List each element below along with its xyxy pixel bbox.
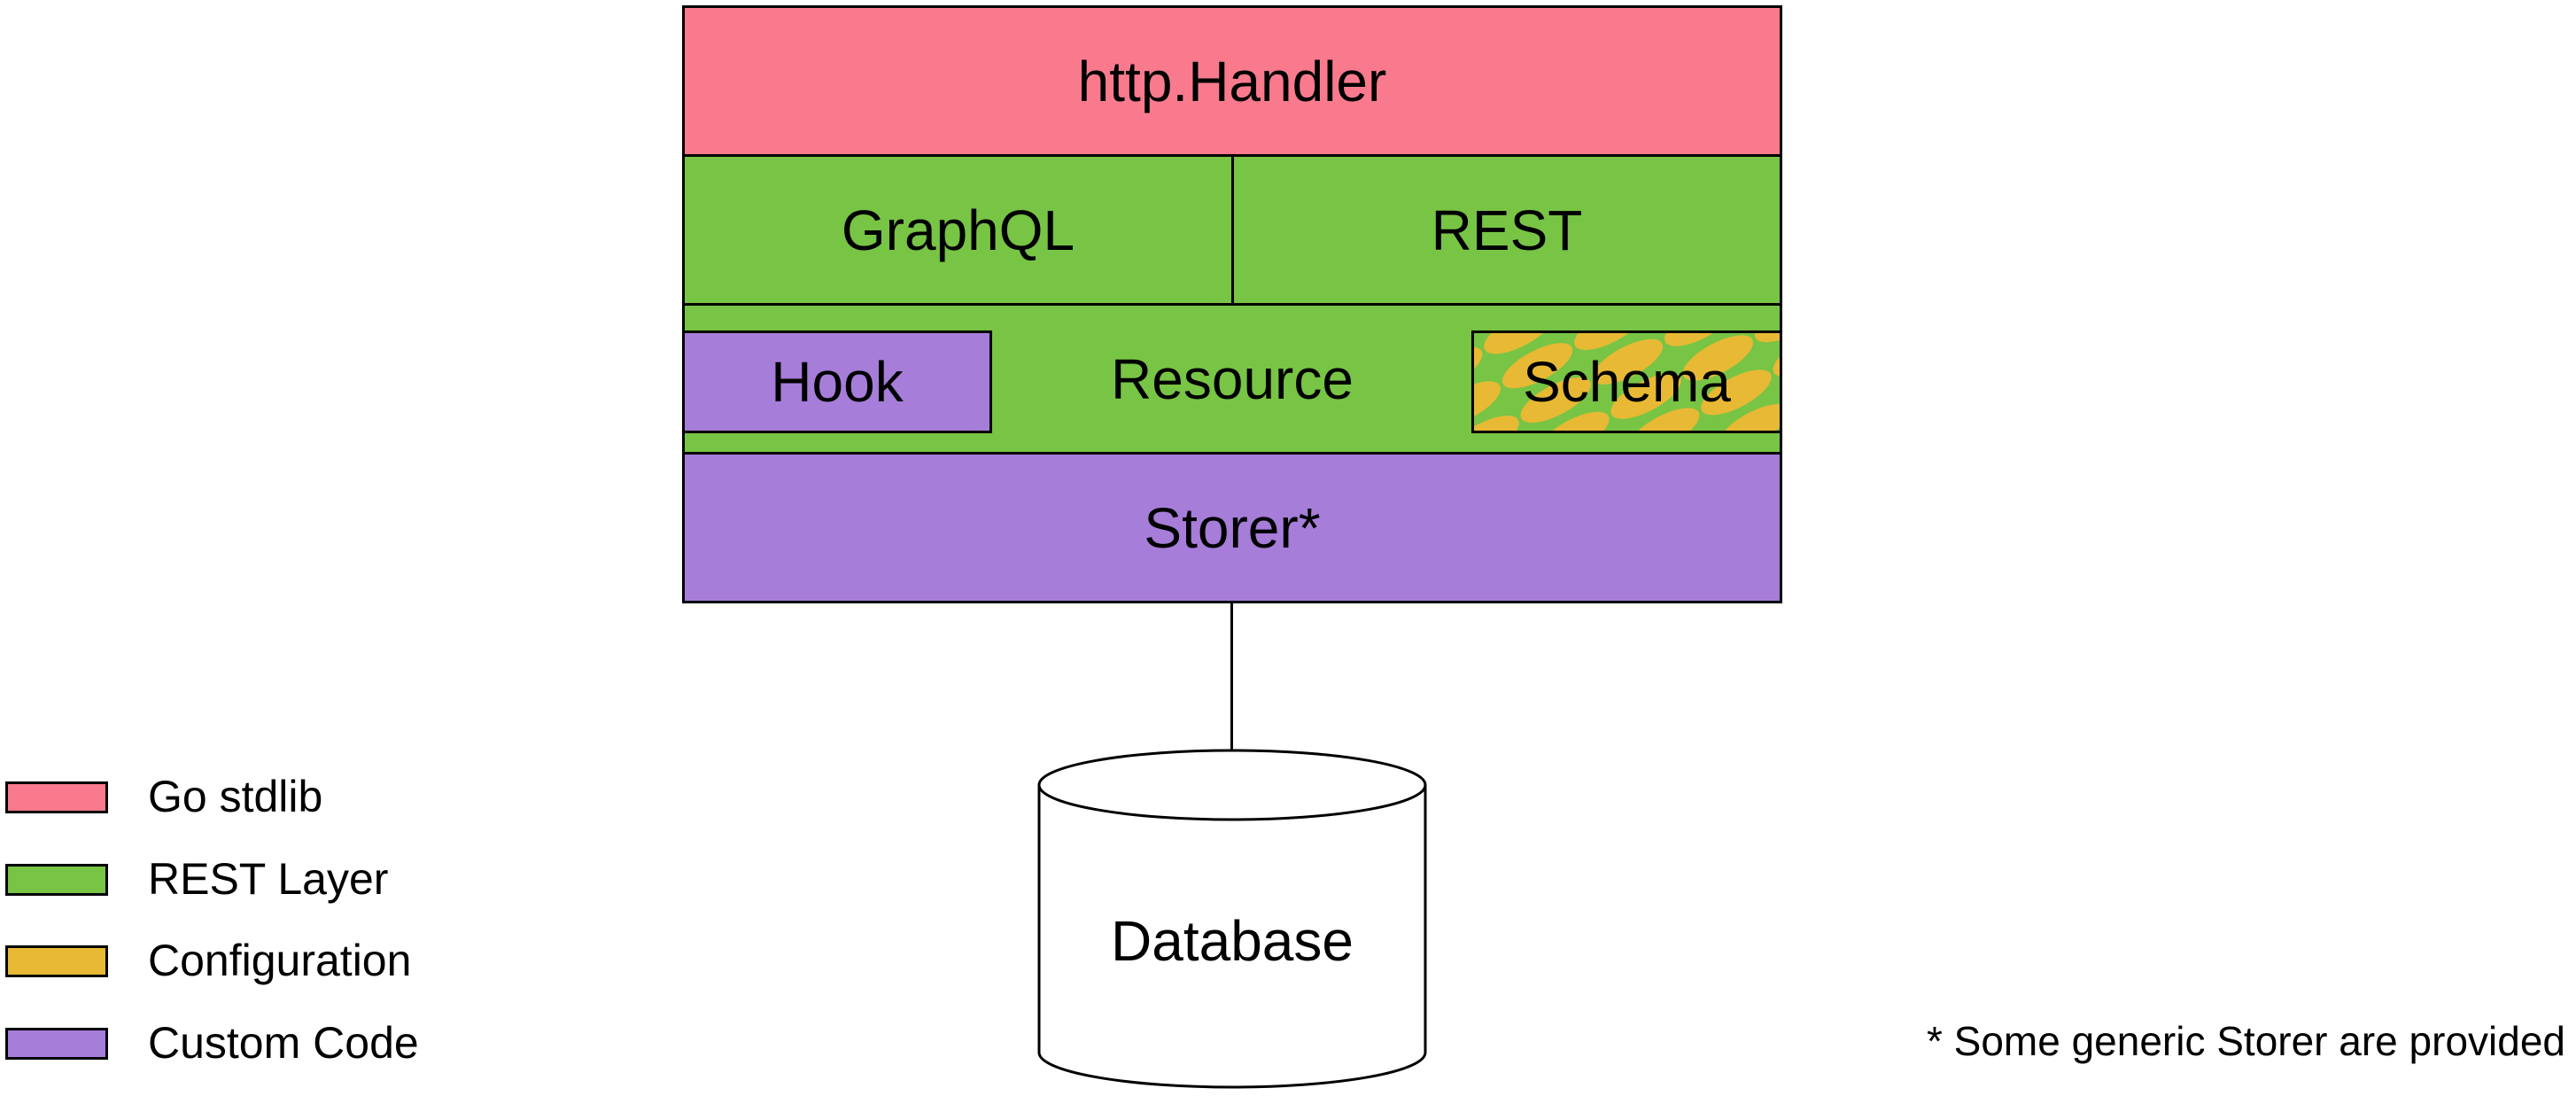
schema-box: Schema: [1471, 330, 1782, 433]
hook-box: Hook: [682, 330, 992, 433]
hook-label: Hook: [771, 350, 904, 414]
legend-label-rest-layer: REST Layer: [148, 854, 389, 904]
storer-footnote: * Some generic Storer are provided: [1926, 1018, 2565, 1064]
legend-swatch-rest-layer: [5, 864, 108, 896]
legend-label-go-stdlib: Go stdlib: [148, 772, 323, 821]
resource-label: Resource: [1111, 346, 1354, 411]
legend-label-configuration: Configuration: [148, 936, 412, 985]
rest-label: REST: [1431, 198, 1583, 262]
legend-swatch-custom-code: [5, 1028, 108, 1060]
http-handler-label: http.Handler: [1077, 49, 1387, 113]
graphql-label: GraphQL: [841, 198, 1075, 262]
legend-swatch-go-stdlib: [5, 781, 108, 813]
schema-pattern: [1474, 333, 1780, 431]
legend-swatch-configuration: [5, 945, 108, 977]
database-label: Database: [1111, 909, 1354, 973]
graphql-box: GraphQL: [682, 154, 1234, 306]
http-handler-box: http.Handler: [682, 5, 1782, 157]
storer-database-connector: [1230, 603, 1233, 750]
schema-label: Schema: [1523, 350, 1731, 414]
legend-label-custom-code: Custom Code: [148, 1018, 419, 1068]
rest-box: REST: [1231, 154, 1782, 306]
storer-label: Storer*: [1144, 495, 1321, 560]
database-cylinder: [1037, 749, 1427, 1089]
storer-box: Storer*: [682, 452, 1782, 603]
